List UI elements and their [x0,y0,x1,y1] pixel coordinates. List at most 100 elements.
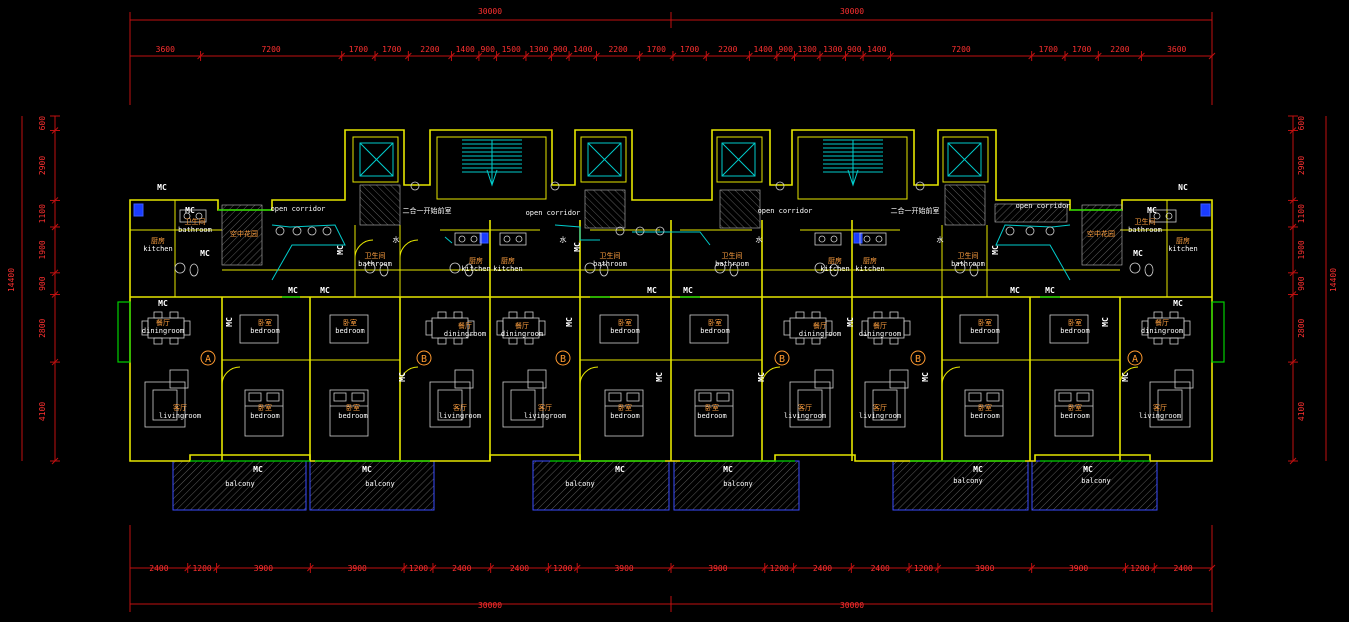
mc-label-vertical: MC [336,245,345,255]
dim-slash [1094,52,1102,60]
bed-icon [604,389,644,437]
sofa-icon [864,381,906,428]
elevator-hall-label: 二合一开始前室 [403,206,452,215]
wardrobe-icon [959,314,999,344]
pillow-icon [608,392,622,402]
dim-slash [887,52,894,60]
room-name-cn: 餐厅 [873,321,887,330]
dim-slash [184,564,192,572]
planter-icon [307,226,317,236]
fixtures-blue [133,203,1211,244]
shaft-label: 水 [560,235,567,244]
chair-icon [889,337,899,345]
room-name-en: bedroom [697,412,727,420]
dim-slash [1061,52,1069,60]
open-corridor-label: open corridor [1016,202,1071,210]
mc-label: MC [1010,286,1020,295]
chair-icon [873,311,883,319]
room-name-en: bedroom [700,327,730,335]
room-name-en: bedroom [610,412,640,420]
dim-slash [1122,564,1129,572]
mc-label: MC [1147,206,1157,215]
room-name-cn: 卧室 [1068,318,1082,327]
chair-icon [437,311,447,319]
toilet-icon [729,263,739,277]
unit-type-circle [200,350,216,366]
dim-slash [429,564,437,572]
planter-icon [275,226,285,236]
right-overall: 14400 [1329,268,1338,292]
room-name-cn: 卧室 [1068,403,1082,412]
room-name-cn: 卫生间 [600,251,621,260]
unit-type-label: B [779,354,785,365]
open-corridor-label: open corridor [526,209,581,217]
dim-slash [565,52,573,60]
mc-label-vertical: MC [991,245,1000,255]
furniture [141,181,1194,437]
dim-slash [816,52,824,60]
pillow-icon [1076,392,1090,402]
sofa-icon [1149,381,1191,428]
dim-segment-label: 2400 [871,564,890,573]
unit-type-label: B [421,354,427,365]
nc-label: NC [1178,183,1188,192]
dim-slash [545,564,552,572]
chair-icon [453,311,463,319]
bottom-overall-right: 30000 [840,601,864,610]
dim-segment-label: 2200 [608,45,627,54]
room-name-cn: 卫生间 [185,217,206,226]
dim-slash [905,564,913,572]
dim-segment-label: 2900 [38,156,47,175]
planter-icon [550,181,560,191]
pillow-icon [266,392,280,402]
dim-segment-label: 1700 [1039,45,1058,54]
chair-icon [873,337,883,345]
room-label-set: 餐厅diningroom餐厅diningroom餐厅diningroom餐厅di… [142,217,1198,488]
chair-icon [141,320,149,336]
dim-segment-label: 2200 [1110,45,1129,54]
planter-icon [292,226,302,236]
dim-segment-label: 3600 [156,45,175,54]
armchair-icon [169,369,189,389]
garden-label: 空中花园 [230,229,258,238]
room-name-cn: 客厅 [1153,403,1167,412]
chair-icon [153,311,163,319]
mc-label: MC [320,286,330,295]
sink-icon [584,262,596,274]
room-name-cn: 厨房 [828,256,842,265]
sink-icon [174,262,186,274]
dim-segment-label: 3900 [614,564,633,573]
coffee-table-icon [797,389,823,421]
coffee-table-icon [1157,389,1183,421]
dim-slash [548,52,555,60]
dim-segment-label: 1900 [38,240,47,259]
mc-label: MC [200,249,210,258]
sofa-icon [144,381,186,428]
room-name-cn: 卧室 [618,403,632,412]
chair-icon [169,311,179,319]
dim-segment-label: 1400 [867,45,886,54]
dim-slash [371,52,379,60]
door-arc [1119,366,1139,386]
coffee-table-icon [872,389,898,421]
dim-slash [197,52,204,60]
room-name-en: livingroom [1139,412,1181,420]
room-name-en: diningroom [444,330,486,338]
chair-icon [795,311,805,319]
room-name-en: kitchen [820,265,850,273]
mc-label: MC [158,299,168,308]
room-name-cn: 卧室 [343,318,357,327]
dim-segment-label: 1400 [753,45,772,54]
corridor-rails [271,224,1071,281]
dim-slash [702,52,710,60]
door-arc [761,366,781,386]
stove-icon [1149,209,1177,223]
room-name-cn: 餐厅 [515,321,529,330]
room-name-cn: 客厅 [173,403,187,412]
armchair-icon [889,369,909,389]
wardrobe-icon [689,314,729,344]
room-name-cn: 厨房 [151,236,165,245]
pillow-icon [333,392,347,402]
chair-icon [496,320,504,336]
pillow-icon [698,392,712,402]
